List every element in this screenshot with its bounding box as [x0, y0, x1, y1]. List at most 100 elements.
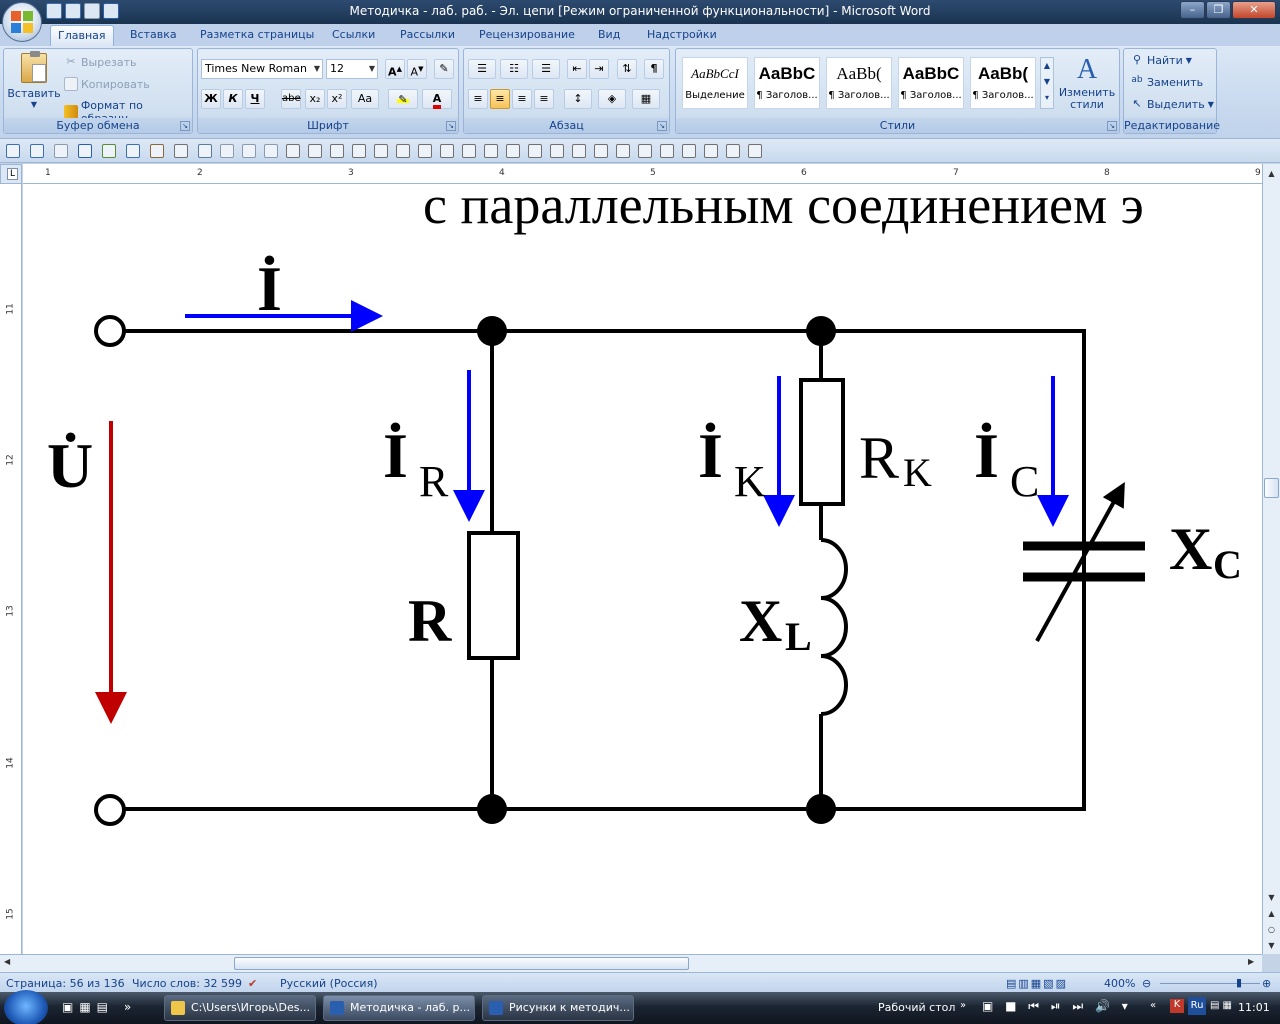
underline-button[interactable]: Ч	[245, 89, 265, 109]
numbering-button[interactable]: ☷	[500, 59, 528, 79]
document-page[interactable]: с параллельным соединением э	[23, 184, 1262, 954]
tab-addins[interactable]: Надстройки	[647, 28, 717, 41]
toolbar-icon[interactable]	[550, 144, 564, 158]
align-left-button[interactable]: ≡	[468, 89, 488, 109]
toolbar-icon[interactable]	[102, 144, 116, 158]
highlight-button[interactable]: ✎	[388, 89, 418, 109]
borders-button[interactable]: ▦	[632, 89, 660, 109]
scroll-up-icon[interactable]: ▲	[1268, 169, 1275, 178]
font-name-combo[interactable]: Times New Roman▼	[201, 59, 323, 79]
desktop-toolbar[interactable]: Рабочий стол	[878, 1001, 956, 1014]
align-right-button[interactable]: ≡	[512, 89, 532, 109]
paragraph-launcher[interactable]: ↘	[657, 121, 667, 131]
scroll-down-icon[interactable]: ▼	[1268, 893, 1275, 902]
toolbar-icon[interactable]	[396, 144, 410, 158]
vertical-scrollbar[interactable]: ▲ ▼ ▲ ○ ▼	[1262, 164, 1280, 954]
zoom-slider[interactable]	[1160, 983, 1260, 984]
cut-button[interactable]: ✂Вырезать	[64, 55, 136, 69]
taskbar-item-explorer[interactable]: C:\Users\Игорь\Des...	[164, 995, 316, 1021]
close-button[interactable]: ✕	[1232, 1, 1276, 19]
toolbar-icon[interactable]	[30, 144, 44, 158]
line-spacing-button[interactable]: ↕	[564, 89, 592, 109]
maximize-button[interactable]: ❐	[1206, 1, 1231, 19]
copy-button[interactable]: Копировать	[64, 77, 150, 91]
toolbar-icon[interactable]	[440, 144, 454, 158]
toolbar-icon[interactable]	[330, 144, 344, 158]
toolbar-expand-icon[interactable]: »	[960, 1000, 967, 1011]
clipboard-launcher[interactable]: ↘	[180, 121, 190, 131]
toolbar-icon[interactable]	[704, 144, 718, 158]
strikethrough-button[interactable]: abe	[281, 89, 301, 109]
toolbar-icon[interactable]	[220, 144, 234, 158]
shrink-font-button[interactable]: A▼	[407, 59, 427, 79]
next-page-icon[interactable]: ▼	[1268, 941, 1275, 950]
minimize-button[interactable]: –	[1180, 1, 1205, 19]
toolbar-icon[interactable]	[242, 144, 256, 158]
taskbar-item-word-2[interactable]: Рисунки к методич...	[482, 995, 634, 1021]
tab-insert[interactable]: Вставка	[130, 28, 177, 41]
font-launcher[interactable]: ↘	[446, 121, 456, 131]
scroll-left-icon[interactable]: ◀	[4, 957, 11, 966]
scroll-thumb[interactable]	[1264, 478, 1279, 498]
toolbar-icon[interactable]	[198, 144, 212, 158]
toolbar-icon[interactable]	[286, 144, 300, 158]
toolbar-icon[interactable]	[528, 144, 542, 158]
toolbar-icon[interactable]	[660, 144, 674, 158]
styles-launcher[interactable]: ↘	[1107, 121, 1117, 131]
tab-view[interactable]: Вид	[598, 28, 621, 41]
style-heading-2[interactable]: AaBb(¶ Заголов...	[826, 57, 892, 109]
change-styles-button[interactable]: A Изменить стили	[1058, 53, 1116, 119]
office-button[interactable]	[2, 2, 42, 42]
taskbar-item-word-1[interactable]: Методичка - лаб. р...	[323, 995, 475, 1021]
media-player-controls[interactable]: ▣ ■ ⏮ ⏯ ⏭ 🔊 ▾	[982, 999, 1132, 1013]
decrease-indent-button[interactable]: ⇤	[567, 59, 587, 79]
view-buttons[interactable]: ▤▥▦▧▨	[1006, 977, 1068, 990]
toolbar-icon[interactable]	[638, 144, 652, 158]
toolbar-icon[interactable]	[54, 144, 68, 158]
style-heading-3[interactable]: AaBbC¶ Заголов...	[898, 57, 964, 109]
tab-selector[interactable]: L	[0, 164, 22, 184]
sort-button[interactable]: ⇅	[617, 59, 637, 79]
show-marks-button[interactable]: ¶	[644, 59, 664, 79]
toolbar-icon[interactable]	[78, 144, 92, 158]
h-scroll-thumb[interactable]	[234, 957, 689, 970]
toolbar-icon[interactable]	[594, 144, 608, 158]
quick-launch[interactable]: ▣▦▤ »	[62, 1000, 138, 1014]
toolbar-icon[interactable]	[374, 144, 388, 158]
toolbar-icon[interactable]	[616, 144, 630, 158]
toolbar-icon[interactable]	[264, 144, 278, 158]
toolbar-icon[interactable]	[484, 144, 498, 158]
paste-button[interactable]: Вставить ▼	[6, 51, 62, 117]
superscript-button[interactable]: x²	[327, 89, 347, 109]
tab-review[interactable]: Рецензирование	[479, 28, 575, 41]
status-page[interactable]: Страница: 56 из 136	[6, 977, 125, 990]
toolbar-icon[interactable]	[748, 144, 762, 158]
clock[interactable]: 11:01	[1238, 1001, 1270, 1014]
tab-references[interactable]: Ссылки	[332, 28, 376, 41]
browse-object-icon[interactable]: ○	[1268, 925, 1275, 934]
tab-page-layout[interactable]: Разметка страницы	[200, 28, 315, 41]
toolbar-icon[interactable]	[506, 144, 520, 158]
subscript-button[interactable]: x₂	[305, 89, 325, 109]
change-case-button[interactable]: Aa	[351, 89, 379, 109]
align-center-button[interactable]: ≡	[490, 89, 510, 109]
font-size-combo[interactable]: 12▼	[326, 59, 378, 79]
toolbar-icon[interactable]	[682, 144, 696, 158]
toolbar-icon[interactable]	[726, 144, 740, 158]
toolbar-icon[interactable]	[572, 144, 586, 158]
qat-icon[interactable]	[46, 3, 62, 19]
zoom-out-icon[interactable]: ⊖	[1142, 977, 1152, 990]
status-words[interactable]: Число слов: 32 599	[132, 977, 242, 990]
start-button[interactable]	[4, 990, 48, 1024]
prev-page-icon[interactable]: ▲	[1268, 909, 1275, 918]
scroll-right-icon[interactable]: ▶	[1248, 957, 1255, 966]
tray-expand-icon[interactable]: «	[1150, 1000, 1157, 1011]
toolbar-icon[interactable]	[174, 144, 188, 158]
qat-icon[interactable]	[84, 3, 100, 19]
font-color-button[interactable]: A	[422, 89, 452, 109]
grow-font-button[interactable]: A▲	[385, 59, 405, 79]
clear-format-button[interactable]: ✎	[434, 59, 454, 79]
